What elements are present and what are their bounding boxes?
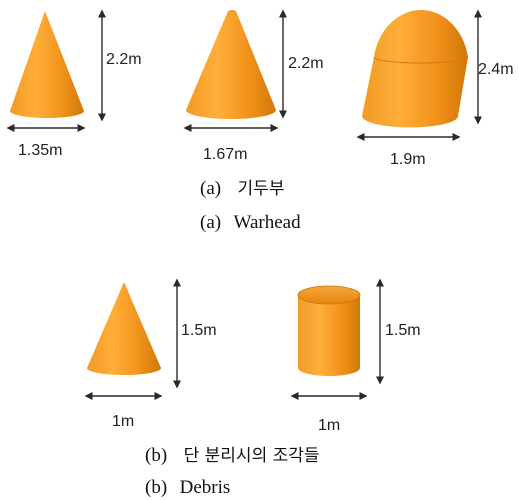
cone-1-body [10,11,84,118]
debris-caption-korean: (b) 단 분리시의 조각들 [145,445,320,466]
ogive-3-body [362,10,468,128]
debris-cylinder-body [298,295,360,376]
warhead-ogive-3: 2.4m 1.9m [356,9,514,168]
ogive-3-seam [373,56,469,64]
cone-2-tip [228,10,236,16]
cone-2-height-label: 2.2m [288,55,324,72]
cone-1-height-label: 2.2m [106,51,142,68]
ogive-3-height-label: 2.4m [478,61,514,78]
warhead-caption-english: (a) Warhead [200,212,301,233]
debris-cylinder-top [297,285,361,305]
debris-cylinder-width-label: 1m [318,417,340,434]
cone-1-width-label: 1.35m [18,142,62,159]
cone-2-body [186,10,276,119]
debris-cone-body [87,282,161,375]
debris-cylinder-height-label: 1.5m [385,322,421,339]
warhead-group: 2.2m 1.35m 2.2m 1.67m 2.4m 1.9m (a) 기두부 [6,9,514,233]
warhead-cone-1: 2.2m 1.35m [6,9,142,159]
debris-cone: 1.5m 1m [84,278,217,430]
debris-caption-english: (b) Debris [145,477,230,498]
ogive-3-width-label: 1.9m [390,151,426,168]
warhead-cone-2: 2.2m 1.67m [183,9,324,163]
cone-2-width-label: 1.67m [203,146,247,163]
debris-cone-width-label: 1m [112,413,134,430]
warhead-caption-korean: (a) 기두부 [200,178,284,199]
debris-cone-height-label: 1.5m [181,322,217,339]
debris-cylinder: 1.5m 1m [290,278,421,434]
debris-group: 1.5m 1m 1.5m 1m (b) 단 분리시의 조각들 (b) Debri… [84,278,421,498]
